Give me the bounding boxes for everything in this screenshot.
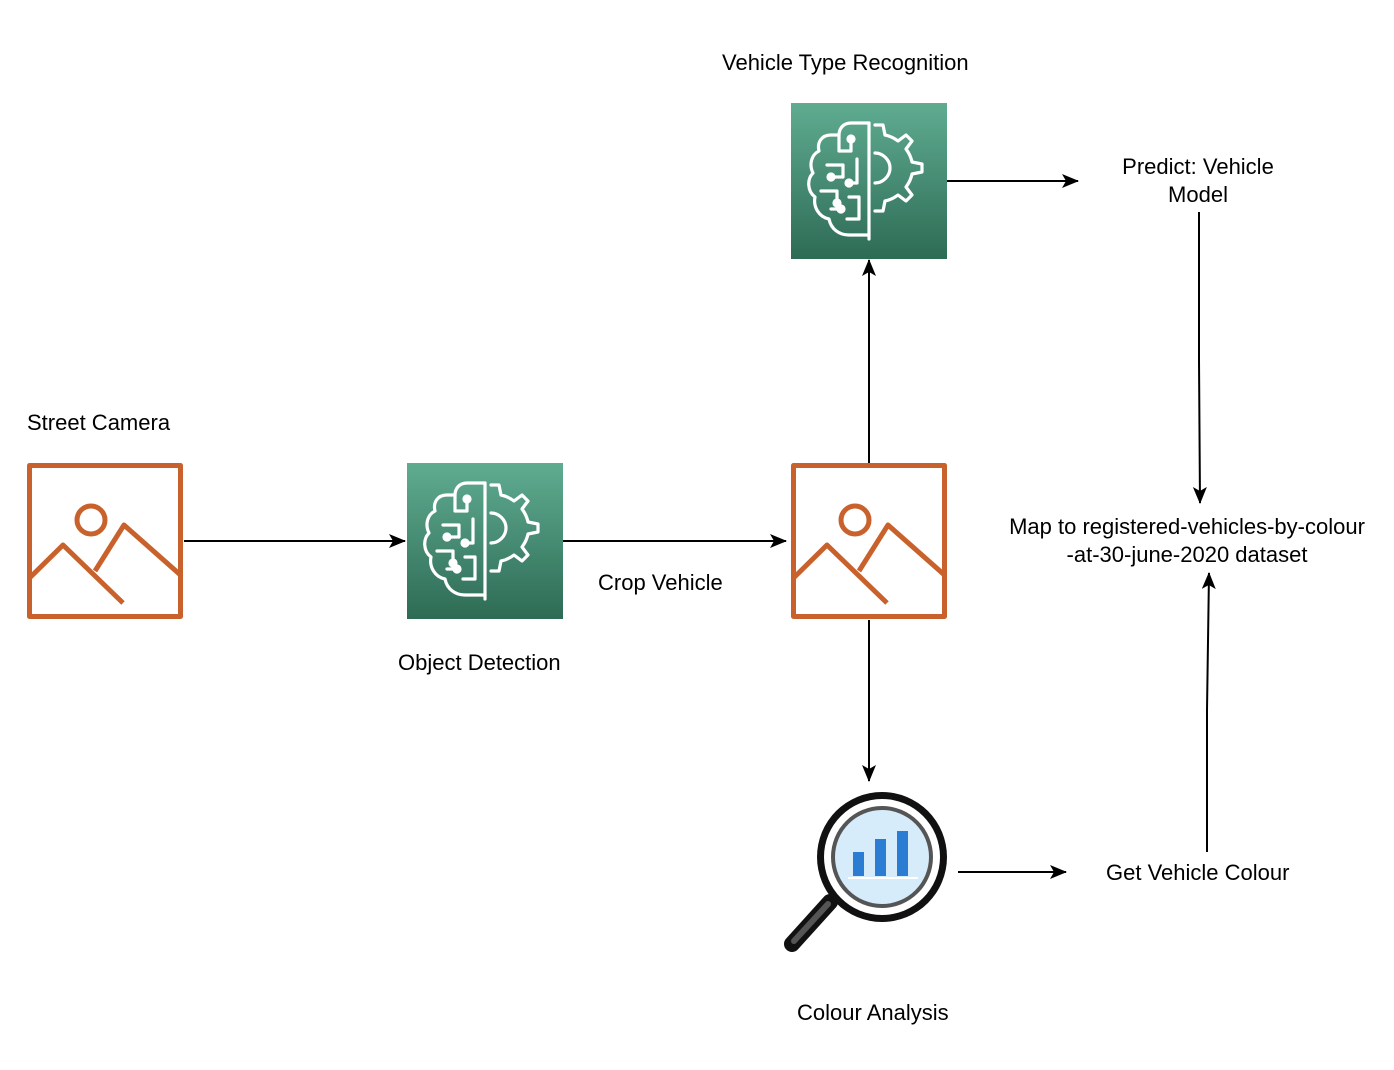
chart-bar-2 bbox=[875, 839, 886, 876]
object-detection-label: Object Detection bbox=[398, 650, 561, 675]
street-camera-image-icon bbox=[27, 463, 183, 619]
object-detection-ml-icon bbox=[407, 463, 563, 619]
connectors bbox=[184, 174, 1216, 879]
map-line-2: -at-30-june-2020 dataset bbox=[1066, 542, 1308, 567]
edge-predict-to-map bbox=[1192, 212, 1207, 504]
predict-line-2: Model bbox=[1168, 182, 1228, 207]
vehicle-type-recognition-ml-icon bbox=[791, 103, 947, 259]
map-line-1: Map to registered-vehicles-by-colour bbox=[1009, 514, 1365, 539]
chart-bar-1 bbox=[853, 852, 864, 876]
colour-analysis-magnifier-icon bbox=[784, 792, 947, 952]
edge-get-colour-to-map bbox=[1201, 572, 1216, 852]
predict-line-1: Predict: Vehicle bbox=[1122, 154, 1274, 179]
map-dataset-label: Map to registered-vehicles-by-colour -at… bbox=[986, 513, 1388, 569]
vehicle-type-recognition-label: Vehicle Type Recognition bbox=[722, 50, 969, 75]
get-vehicle-colour-label: Get Vehicle Colour bbox=[1106, 860, 1290, 885]
predict-vehicle-model-label: Predict: Vehicle Model bbox=[1088, 153, 1308, 209]
chart-bar-3 bbox=[897, 831, 908, 876]
cropped-vehicle-image-icon bbox=[791, 463, 947, 619]
crop-vehicle-edge-label: Crop Vehicle bbox=[598, 570, 723, 595]
street-camera-label: Street Camera bbox=[27, 410, 171, 435]
colour-analysis-label: Colour Analysis bbox=[797, 1000, 949, 1025]
